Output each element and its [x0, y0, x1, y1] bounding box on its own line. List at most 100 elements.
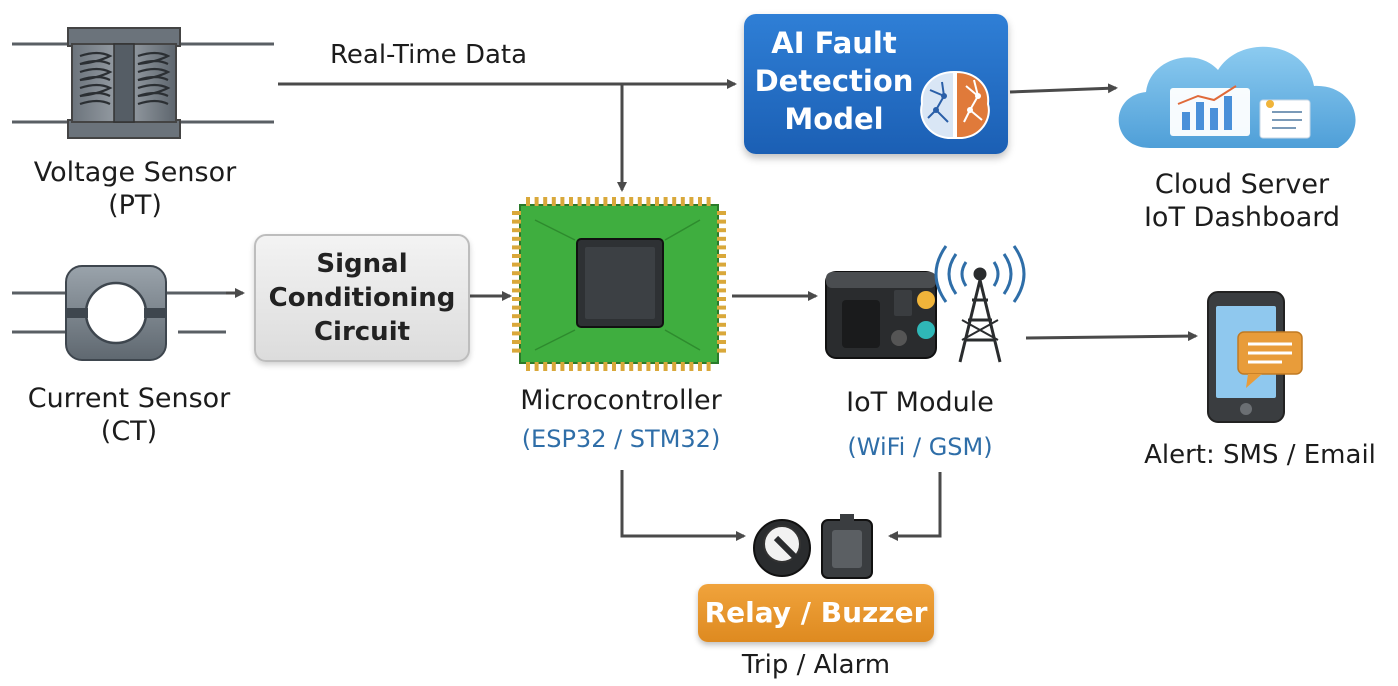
- signal-line-2: Conditioning: [268, 283, 456, 313]
- chip-pin: [717, 297, 726, 301]
- microcontroller-label: Microcontroller: [520, 385, 722, 416]
- chip-pin: [612, 362, 616, 371]
- chip-pin: [526, 362, 530, 371]
- chip-pin: [512, 219, 521, 224]
- chip-pin: [629, 197, 634, 206]
- cloud-title: Cloud Server: [1154, 169, 1330, 200]
- arrow-iot-to-relay: [888, 472, 942, 541]
- chip-pin: [512, 279, 521, 284]
- relay-buzzer-icon: [753, 514, 873, 579]
- arrow-mcu-to-relay: [620, 470, 746, 541]
- relay-buzzer-label: Relay / Buzzer: [704, 596, 928, 629]
- chip-pin: [620, 197, 625, 206]
- cloud-dashboard-icon: [1118, 46, 1356, 148]
- chip-pin: [717, 314, 726, 319]
- chip-pin: [594, 362, 599, 371]
- chip-pin: [717, 219, 726, 224]
- chip-pin: [717, 271, 726, 276]
- chip-pin: [717, 254, 726, 258]
- chip-pin: [717, 262, 726, 267]
- chip-pin: [603, 362, 608, 371]
- chip-pin: [717, 322, 726, 327]
- connectors: [222, 79, 1198, 541]
- current-sensor-label: Current Sensor (CT): [4, 382, 254, 448]
- chip-pin: [717, 245, 726, 250]
- chip-pin: [512, 297, 521, 301]
- ai-box-line-3: Model: [784, 102, 884, 136]
- smartphone-alert-icon: [1207, 291, 1303, 423]
- chip-pin: [543, 197, 548, 206]
- ai-box-line-1: AI Fault: [771, 26, 897, 60]
- chip-pin: [512, 245, 521, 250]
- chip-pin: [560, 197, 565, 206]
- chip-pin: [672, 197, 677, 206]
- chip-pin: [512, 288, 521, 293]
- chip-pin: [646, 197, 651, 206]
- alert-label: Alert: SMS / Email: [1144, 440, 1376, 470]
- chip-pin: [706, 197, 711, 206]
- chip-pin: [698, 197, 702, 206]
- voltage-sensor-abbr: (PT): [108, 190, 162, 221]
- chip-pin: [512, 262, 521, 267]
- current-transformer-icon: [12, 265, 226, 361]
- ai-fault-detection-box: AI Fault Detection Model: [744, 14, 1008, 154]
- chip-pin: [663, 197, 668, 206]
- chip-pin: [534, 197, 539, 206]
- neural-brain-icon: [920, 70, 990, 139]
- chip-pin: [717, 305, 726, 310]
- chip-pin: [706, 362, 711, 371]
- chip-pin: [672, 362, 677, 371]
- trip-alarm-label: Trip / Alarm: [741, 650, 891, 680]
- iot-module-label: IoT Module: [846, 387, 994, 418]
- chip-pin: [717, 340, 726, 344]
- chip-pin: [512, 236, 521, 241]
- chip-pin: [543, 362, 548, 371]
- chip-pin: [569, 362, 573, 371]
- chip-pin: [612, 197, 616, 206]
- chip-pin: [577, 362, 582, 371]
- arrow-ai-to-cloud: [1009, 83, 1118, 94]
- chip-pin: [717, 211, 726, 215]
- chip-pin: [717, 348, 726, 353]
- voltage-sensor-label: Voltage Sensor (PT): [10, 156, 260, 222]
- chip-pin: [717, 331, 726, 336]
- chip-pin: [655, 197, 659, 206]
- chip-pin: [512, 271, 521, 276]
- relay-buzzer-box: Relay / Buzzer: [698, 584, 934, 642]
- microcontroller-sub: (ESP32 / STM32): [521, 425, 721, 453]
- cloud-subtitle: IoT Dashboard: [1143, 202, 1341, 233]
- chip-pin: [689, 362, 694, 371]
- chip-pin: [534, 362, 539, 371]
- chip-pin: [577, 197, 582, 206]
- chip-pin: [717, 288, 726, 293]
- chip-pin: [560, 362, 565, 371]
- chip-pin: [646, 362, 651, 371]
- chip-pin: [569, 197, 573, 206]
- antenna-tower-icon: [934, 245, 1026, 363]
- ai-box-line-2: Detection: [754, 64, 914, 98]
- signal-line-3: Circuit: [313, 317, 411, 347]
- realtime-data-label: Real-Time Data: [330, 40, 528, 70]
- chip-pin: [655, 362, 659, 371]
- chip-pin: [512, 211, 521, 215]
- chip-pin: [512, 331, 521, 336]
- chip-pin: [603, 197, 608, 206]
- chip-pin: [512, 254, 521, 258]
- chip-pin: [512, 305, 521, 310]
- iot-device-icon: [825, 271, 937, 359]
- chip-pin: [620, 362, 625, 371]
- chip-pin: [680, 197, 685, 206]
- chip-pin: [512, 340, 521, 344]
- chip-pin: [698, 362, 702, 371]
- signal-line-1: Signal: [316, 249, 408, 279]
- chip-pin: [551, 197, 556, 206]
- chip-pin: [512, 228, 521, 233]
- arrow-iot-to-phone: [1025, 331, 1198, 342]
- chip-pin: [717, 279, 726, 284]
- chip-pin: [637, 362, 642, 371]
- signal-conditioning-box: Signal Conditioning Circuit: [254, 234, 470, 362]
- chip-pin: [629, 362, 634, 371]
- chip-pin: [586, 362, 591, 371]
- chip-pin: [637, 197, 642, 206]
